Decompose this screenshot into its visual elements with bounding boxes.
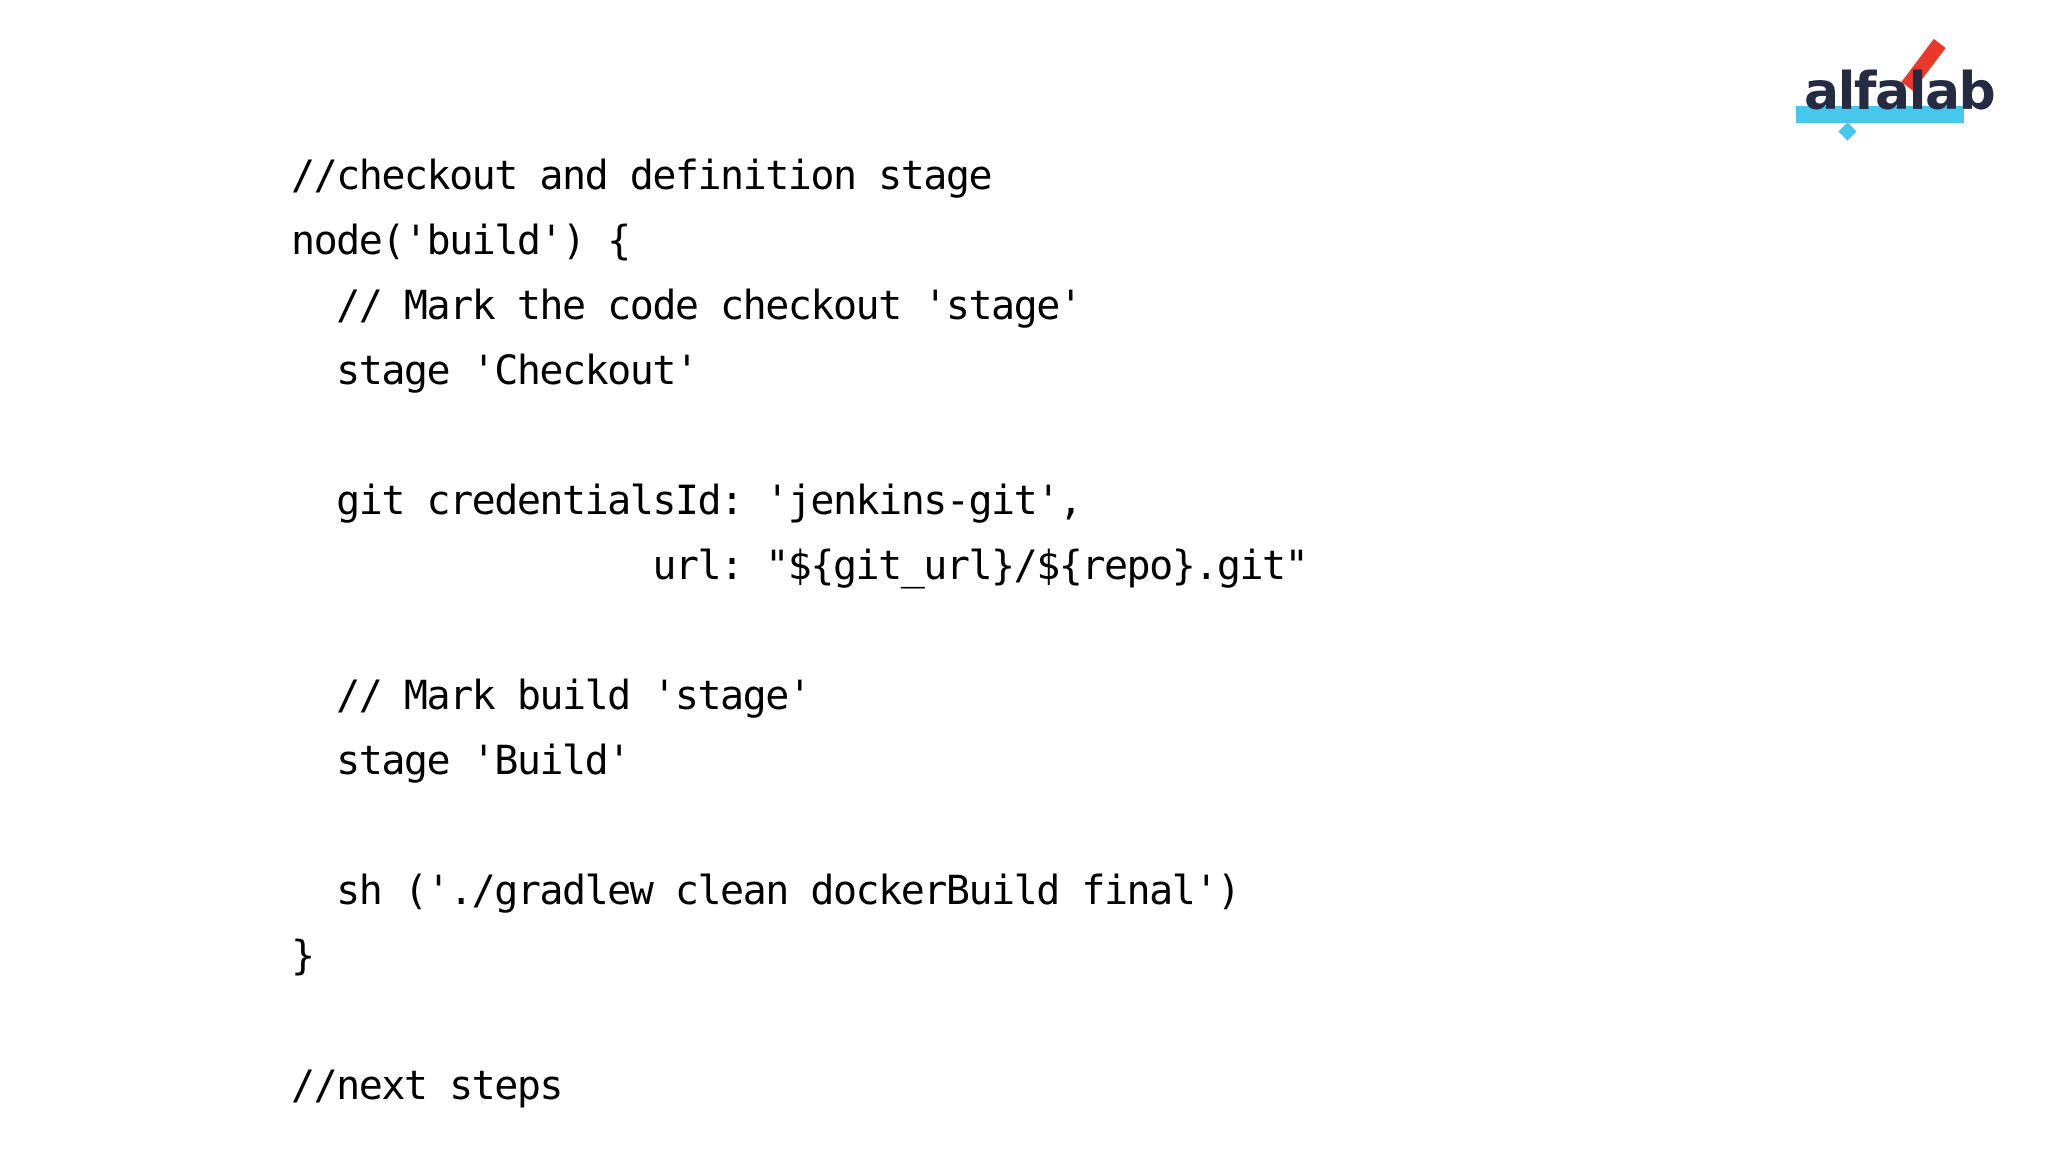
code-line: git credentialsId: 'jenkins-git', bbox=[291, 478, 1083, 524]
code-line: //checkout and definition stage bbox=[291, 153, 993, 199]
code-line bbox=[291, 794, 1307, 859]
code-line: url: "${git_url}/${repo}.git" bbox=[291, 543, 1308, 589]
code-block: //checkout and definition stage node('bui… bbox=[291, 144, 1309, 1119]
code-line: stage 'Checkout' bbox=[291, 348, 699, 394]
code-line: // Mark build 'stage' bbox=[291, 673, 812, 719]
code-line: sh ('./gradlew clean dockerBuild final') bbox=[291, 868, 1241, 914]
code-line bbox=[291, 599, 1307, 664]
code-line: //next steps bbox=[291, 1063, 563, 1109]
logo-diamond-icon bbox=[1838, 122, 1857, 141]
code-line: } bbox=[291, 933, 315, 979]
logo-underbar bbox=[1796, 106, 1964, 123]
code-line bbox=[291, 404, 1307, 469]
code-line bbox=[291, 989, 1307, 1054]
logo-wordmark: alfalab bbox=[1804, 62, 1996, 122]
alfalab-logo: alfalab bbox=[1796, 30, 2006, 142]
code-line: stage 'Build' bbox=[291, 738, 631, 784]
code-line: node('build') { bbox=[291, 218, 631, 264]
code-line: // Mark the code checkout 'stage' bbox=[291, 283, 1083, 329]
